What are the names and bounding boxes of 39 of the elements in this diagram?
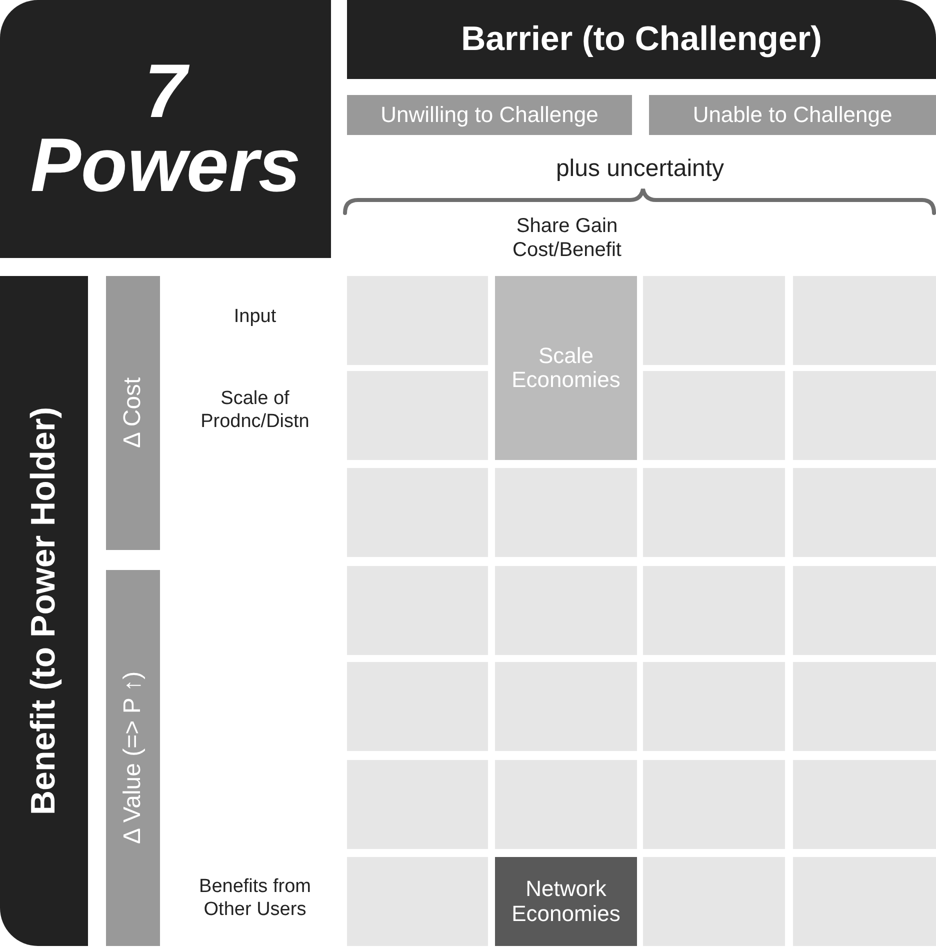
- matrix-cell: [347, 857, 488, 946]
- column-label: Share Gain Cost/Benefit: [512, 214, 622, 262]
- matrix-cell: [643, 662, 785, 751]
- matrix-cell: [347, 468, 488, 557]
- subheader-bar: Unable to Challenge: [649, 95, 936, 135]
- matrix-cell: [793, 857, 936, 946]
- matrix-cell: [793, 371, 936, 460]
- matrix-cell: [347, 276, 488, 365]
- matrix-cell: [643, 566, 785, 655]
- matrix-cell: [347, 371, 488, 460]
- matrix-cell: [793, 276, 936, 365]
- matrix-cell: [495, 468, 637, 557]
- matrix-cell: [347, 760, 488, 849]
- highlighted-cell: Network Economies: [495, 857, 637, 946]
- matrix-cell: [643, 468, 785, 557]
- title-panel: 7 Powers: [0, 0, 331, 258]
- matrix-cell: [793, 662, 936, 751]
- matrix-cell: [643, 371, 785, 460]
- highlighted-cell: Scale Economies: [495, 276, 637, 460]
- row-label: Scale of Prodnc/Distn: [200, 388, 310, 434]
- matrix-cell: [643, 857, 785, 946]
- axis-bar: Benefit (to Power Holder): [0, 276, 88, 946]
- matrix-cell: [495, 662, 637, 751]
- matrix-cell: [643, 276, 785, 365]
- brace-label: plus uncertainty: [554, 155, 726, 184]
- matrix-cell: [643, 760, 785, 849]
- matrix-cell: [347, 566, 488, 655]
- row-label: Benefits from Other Users: [198, 876, 312, 922]
- matrix-cell: [793, 468, 936, 557]
- matrix-cell: [793, 760, 936, 849]
- subheader-bar: Unwilling to Challenge: [347, 95, 632, 135]
- matrix-cell: [347, 662, 488, 751]
- matrix-cell: [793, 566, 936, 655]
- subaxis-bar: Δ Value (=> P ↑): [106, 570, 160, 946]
- matrix-cell: [495, 760, 637, 849]
- matrix-cell: [495, 566, 637, 655]
- header-bar: Barrier (to Challenger): [347, 0, 936, 79]
- row-label: Input: [232, 306, 278, 329]
- subaxis-bar: Δ Cost: [106, 276, 160, 550]
